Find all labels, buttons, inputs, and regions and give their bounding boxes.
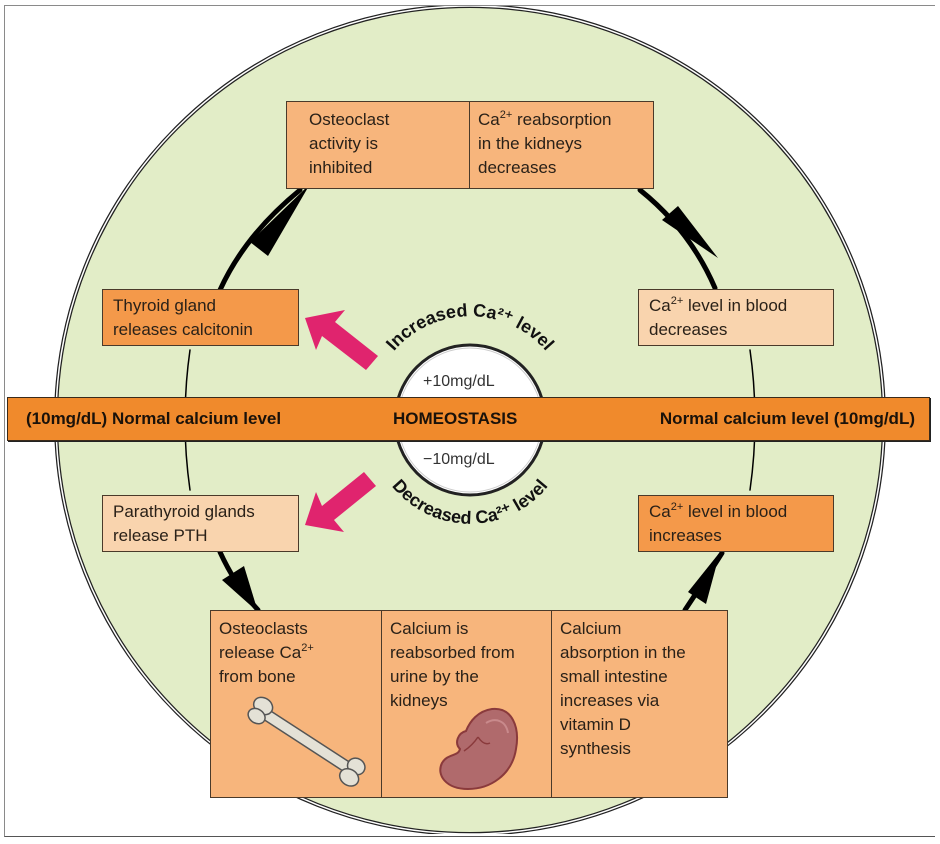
superscript: 2+ (301, 642, 314, 654)
band-left-label: (10mg/dL) Normal calcium level (26, 409, 282, 428)
kidney-icon (439, 707, 518, 791)
figure-frame (4, 5, 935, 837)
text-line: activity is (309, 134, 378, 153)
text-line: vitamin D (560, 715, 631, 734)
ca-text: Ca (478, 110, 500, 129)
pink-arrow-down (305, 472, 376, 532)
ca-text: Ca (649, 502, 671, 521)
band-center-label: HOMEOSTASIS (393, 409, 518, 428)
band-right-label: Normal calcium level (10mg/dL) (659, 409, 915, 428)
arrowhead-up-left (250, 184, 310, 256)
parathyroid-box: Parathyroid glands release PTH (102, 495, 299, 552)
text-line: decreases (649, 320, 728, 339)
text-line: Calcium is (390, 619, 469, 638)
osteoclasts-release-cell: Osteoclasts release Ca2+ from bone (211, 611, 381, 797)
text-line: releases calcitonin (113, 320, 253, 339)
arrowhead-parathyroid (222, 566, 258, 612)
text-line: Ca2+ level in blood (649, 500, 823, 524)
text-line: release PTH (113, 526, 208, 545)
text-line: Osteoclast (309, 110, 390, 129)
superscript: 2+ (499, 109, 513, 121)
text-line: increases via (560, 691, 660, 710)
homeostasis-band: (10mg/dL) Normal calcium level HOMEOSTAS… (7, 397, 930, 441)
bone-icon (247, 696, 366, 787)
text-line: decreases (478, 158, 557, 177)
text: release Ca (219, 643, 302, 662)
top-response-box: Osteoclast activity is inhibited Ca2+ re… (286, 101, 654, 189)
text-line: inhibited (309, 158, 373, 177)
text-line: increases (649, 526, 722, 545)
text-line: small intestine (560, 667, 668, 686)
kidney-reabsorption-decreases-cell: Ca2+ reabsorption in the kidneys decreas… (469, 102, 653, 188)
bottom-response-box: Osteoclasts release Ca2+ from bone Calci… (210, 610, 728, 798)
text-line: Osteoclasts (219, 619, 308, 638)
text: level in blood (683, 502, 788, 521)
pink-arrows (305, 310, 378, 532)
text-line: reabsorbed from (390, 643, 515, 662)
intestine-absorption-cell: Calcium absorption in the small intestin… (551, 611, 727, 797)
thyroid-box: Thyroid gland releases calcitonin (102, 289, 299, 346)
ca-text: Ca (649, 296, 671, 315)
superscript: 2+ (670, 295, 684, 307)
text: level in blood (683, 296, 788, 315)
text-line: kidneys (390, 691, 448, 710)
arrowheads (222, 184, 720, 612)
text: reabsorption (512, 110, 612, 129)
plus-10-label: +10mg/dL (423, 373, 495, 390)
text-line: Ca2+ reabsorption (478, 108, 645, 132)
arrowhead-down-right (662, 206, 718, 258)
kidney-reabsorption-cell: Calcium is reabsorbed from urine by the … (381, 611, 551, 797)
text-line: release Ca2+ (219, 641, 373, 665)
pink-arrow-up (305, 310, 378, 370)
text-line: Thyroid gland (113, 296, 217, 315)
minus-10-label: −10mg/dL (423, 451, 495, 468)
arrow-thyroid-to-top (217, 187, 303, 293)
arrowhead-increase (688, 552, 720, 604)
calcium-increases-box: Ca2+ level in blood increases (638, 495, 834, 552)
text-line: Parathyroid glands (113, 502, 255, 521)
osteoclast-inhibited-cell: Osteoclast activity is inhibited (287, 102, 469, 188)
text-line: urine by the (390, 667, 479, 686)
text-line: Ca2+ level in blood (649, 294, 823, 318)
text-line: in the kidneys (478, 134, 582, 153)
text-line: Calcium (560, 619, 622, 638)
text-line: absorption in the (560, 643, 686, 662)
calcium-decreases-box: Ca2+ level in blood decreases (638, 289, 834, 346)
superscript: 2+ (670, 501, 684, 513)
text-line: from bone (219, 667, 296, 686)
text-line: synthesis (560, 739, 631, 758)
